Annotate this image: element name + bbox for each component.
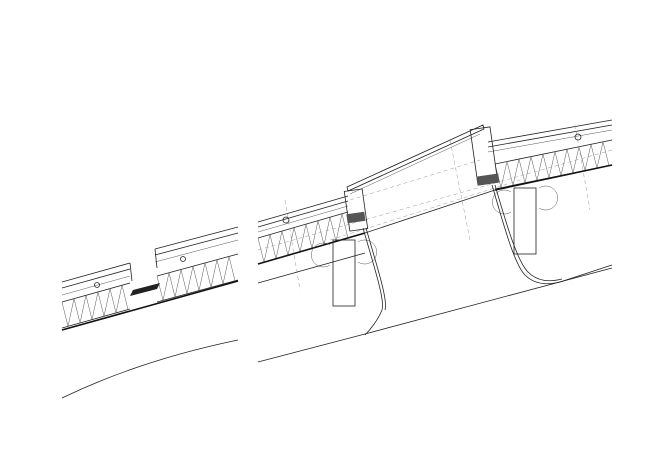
- fixing-clip-icon: [180, 256, 186, 262]
- ceiling-line: [61, 339, 239, 399]
- fixing-clip-icon: [574, 133, 582, 141]
- lining-curve: [491, 184, 561, 285]
- frame-seal: [476, 173, 500, 186]
- timber-post: [513, 187, 537, 255]
- roof-detail-left: [61, 226, 239, 399]
- roof-window-detail-right: [257, 119, 613, 363]
- timber-post: [332, 239, 356, 307]
- window-frame-lower: [343, 188, 369, 232]
- gutter-membrane: [130, 283, 160, 296]
- insulation-layer: [257, 139, 613, 265]
- glazing-pane: [346, 124, 485, 192]
- fixing-clip-icon: [94, 282, 100, 288]
- fixing-clip-icon: [282, 216, 290, 224]
- lining-curve: [362, 227, 383, 336]
- frame-seal: [346, 211, 366, 224]
- insulation-layer: [61, 253, 239, 329]
